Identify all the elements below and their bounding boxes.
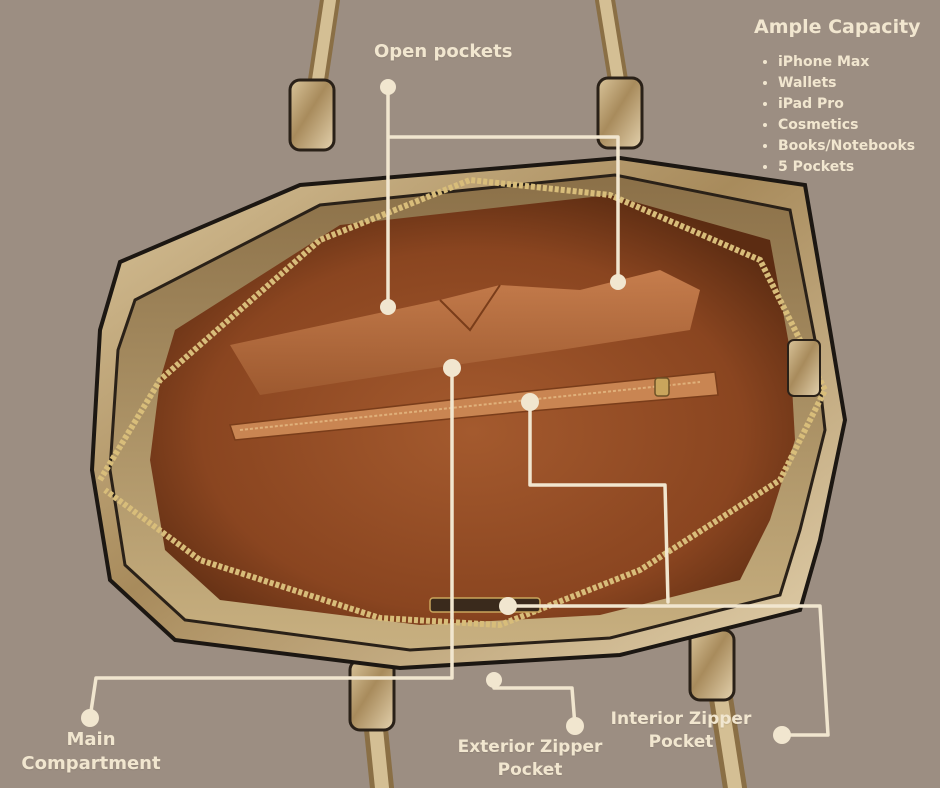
list-item: Cosmetics bbox=[778, 115, 915, 136]
list-item: iPad Pro bbox=[778, 94, 915, 115]
open-pocket-panel bbox=[230, 270, 700, 395]
list-item: Books/Notebooks bbox=[778, 136, 915, 157]
main-compartment-line-1: Main bbox=[66, 729, 116, 750]
list-item: iPhone Max bbox=[778, 52, 915, 73]
interior-zipper-line-1: Interior Zipper bbox=[610, 709, 752, 729]
exterior-zipper-line-1: Exterior Zipper bbox=[457, 737, 603, 757]
main-compartment-label: Main Compartment bbox=[10, 728, 172, 777]
capacity-list: iPhone Max Wallets iPad Pro Cosmetics Bo… bbox=[760, 52, 915, 178]
interior-zipper-pocket-label: Interior Zipper Pocket bbox=[606, 708, 756, 754]
list-item: 5 Pockets bbox=[778, 157, 915, 178]
exterior-zipper-pocket-label: Exterior Zipper Pocket bbox=[452, 736, 608, 782]
ample-capacity-title: Ample Capacity bbox=[754, 16, 921, 38]
main-zipper bbox=[97, 176, 829, 629]
main-compartment-line-2: Compartment bbox=[21, 753, 161, 775]
list-item: Wallets bbox=[778, 73, 915, 94]
interior-zipper-line-2: Pocket bbox=[648, 731, 714, 752]
callout-dots bbox=[81, 79, 791, 744]
open-pockets-label: Open pockets bbox=[374, 41, 513, 62]
callout-lines bbox=[88, 85, 830, 737]
exterior-zipper-line-2: Pocket bbox=[497, 759, 563, 780]
